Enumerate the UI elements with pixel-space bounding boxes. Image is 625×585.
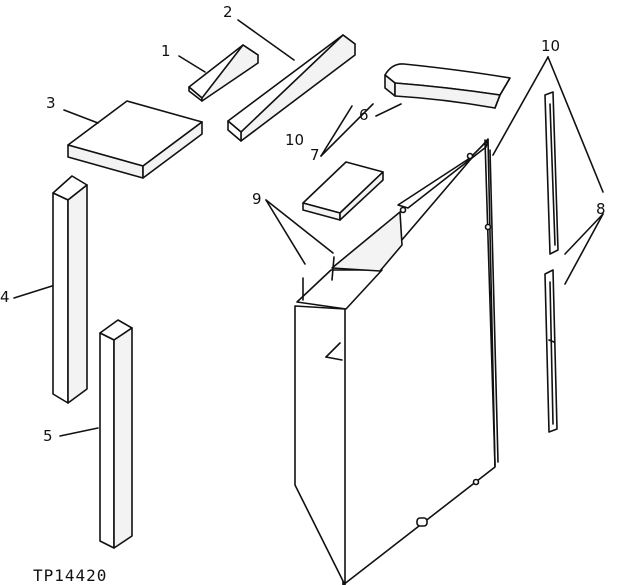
part-7-block	[302, 161, 384, 221]
part-1-block	[188, 44, 259, 102]
part-6-curved-block	[384, 63, 511, 109]
callout-8-label: 8	[596, 200, 606, 218]
callout-4-label: 4	[0, 288, 10, 306]
callout-6-label: 6	[359, 106, 369, 124]
callout-10-left-label: 10	[285, 131, 304, 149]
part-4-post	[52, 175, 88, 404]
callout-1-label: 1	[161, 42, 171, 60]
part-8-upper-strip	[544, 91, 559, 255]
main-panel-assembly	[294, 138, 499, 585]
callout-7-label: 7	[310, 146, 320, 164]
part-8-lower-strip	[544, 269, 558, 433]
callout-9-label: 9	[252, 190, 262, 208]
figure-code: TP14420	[33, 566, 107, 585]
part-2-bar	[227, 34, 356, 142]
part-3-slab	[67, 100, 203, 179]
callout-5-label: 5	[43, 427, 53, 445]
callout-leaders	[13, 19, 604, 437]
part-5-post	[99, 319, 133, 549]
callout-10-right-label: 10	[541, 37, 560, 55]
callout-2-label: 2	[223, 3, 233, 21]
callout-3-label: 3	[46, 94, 56, 112]
